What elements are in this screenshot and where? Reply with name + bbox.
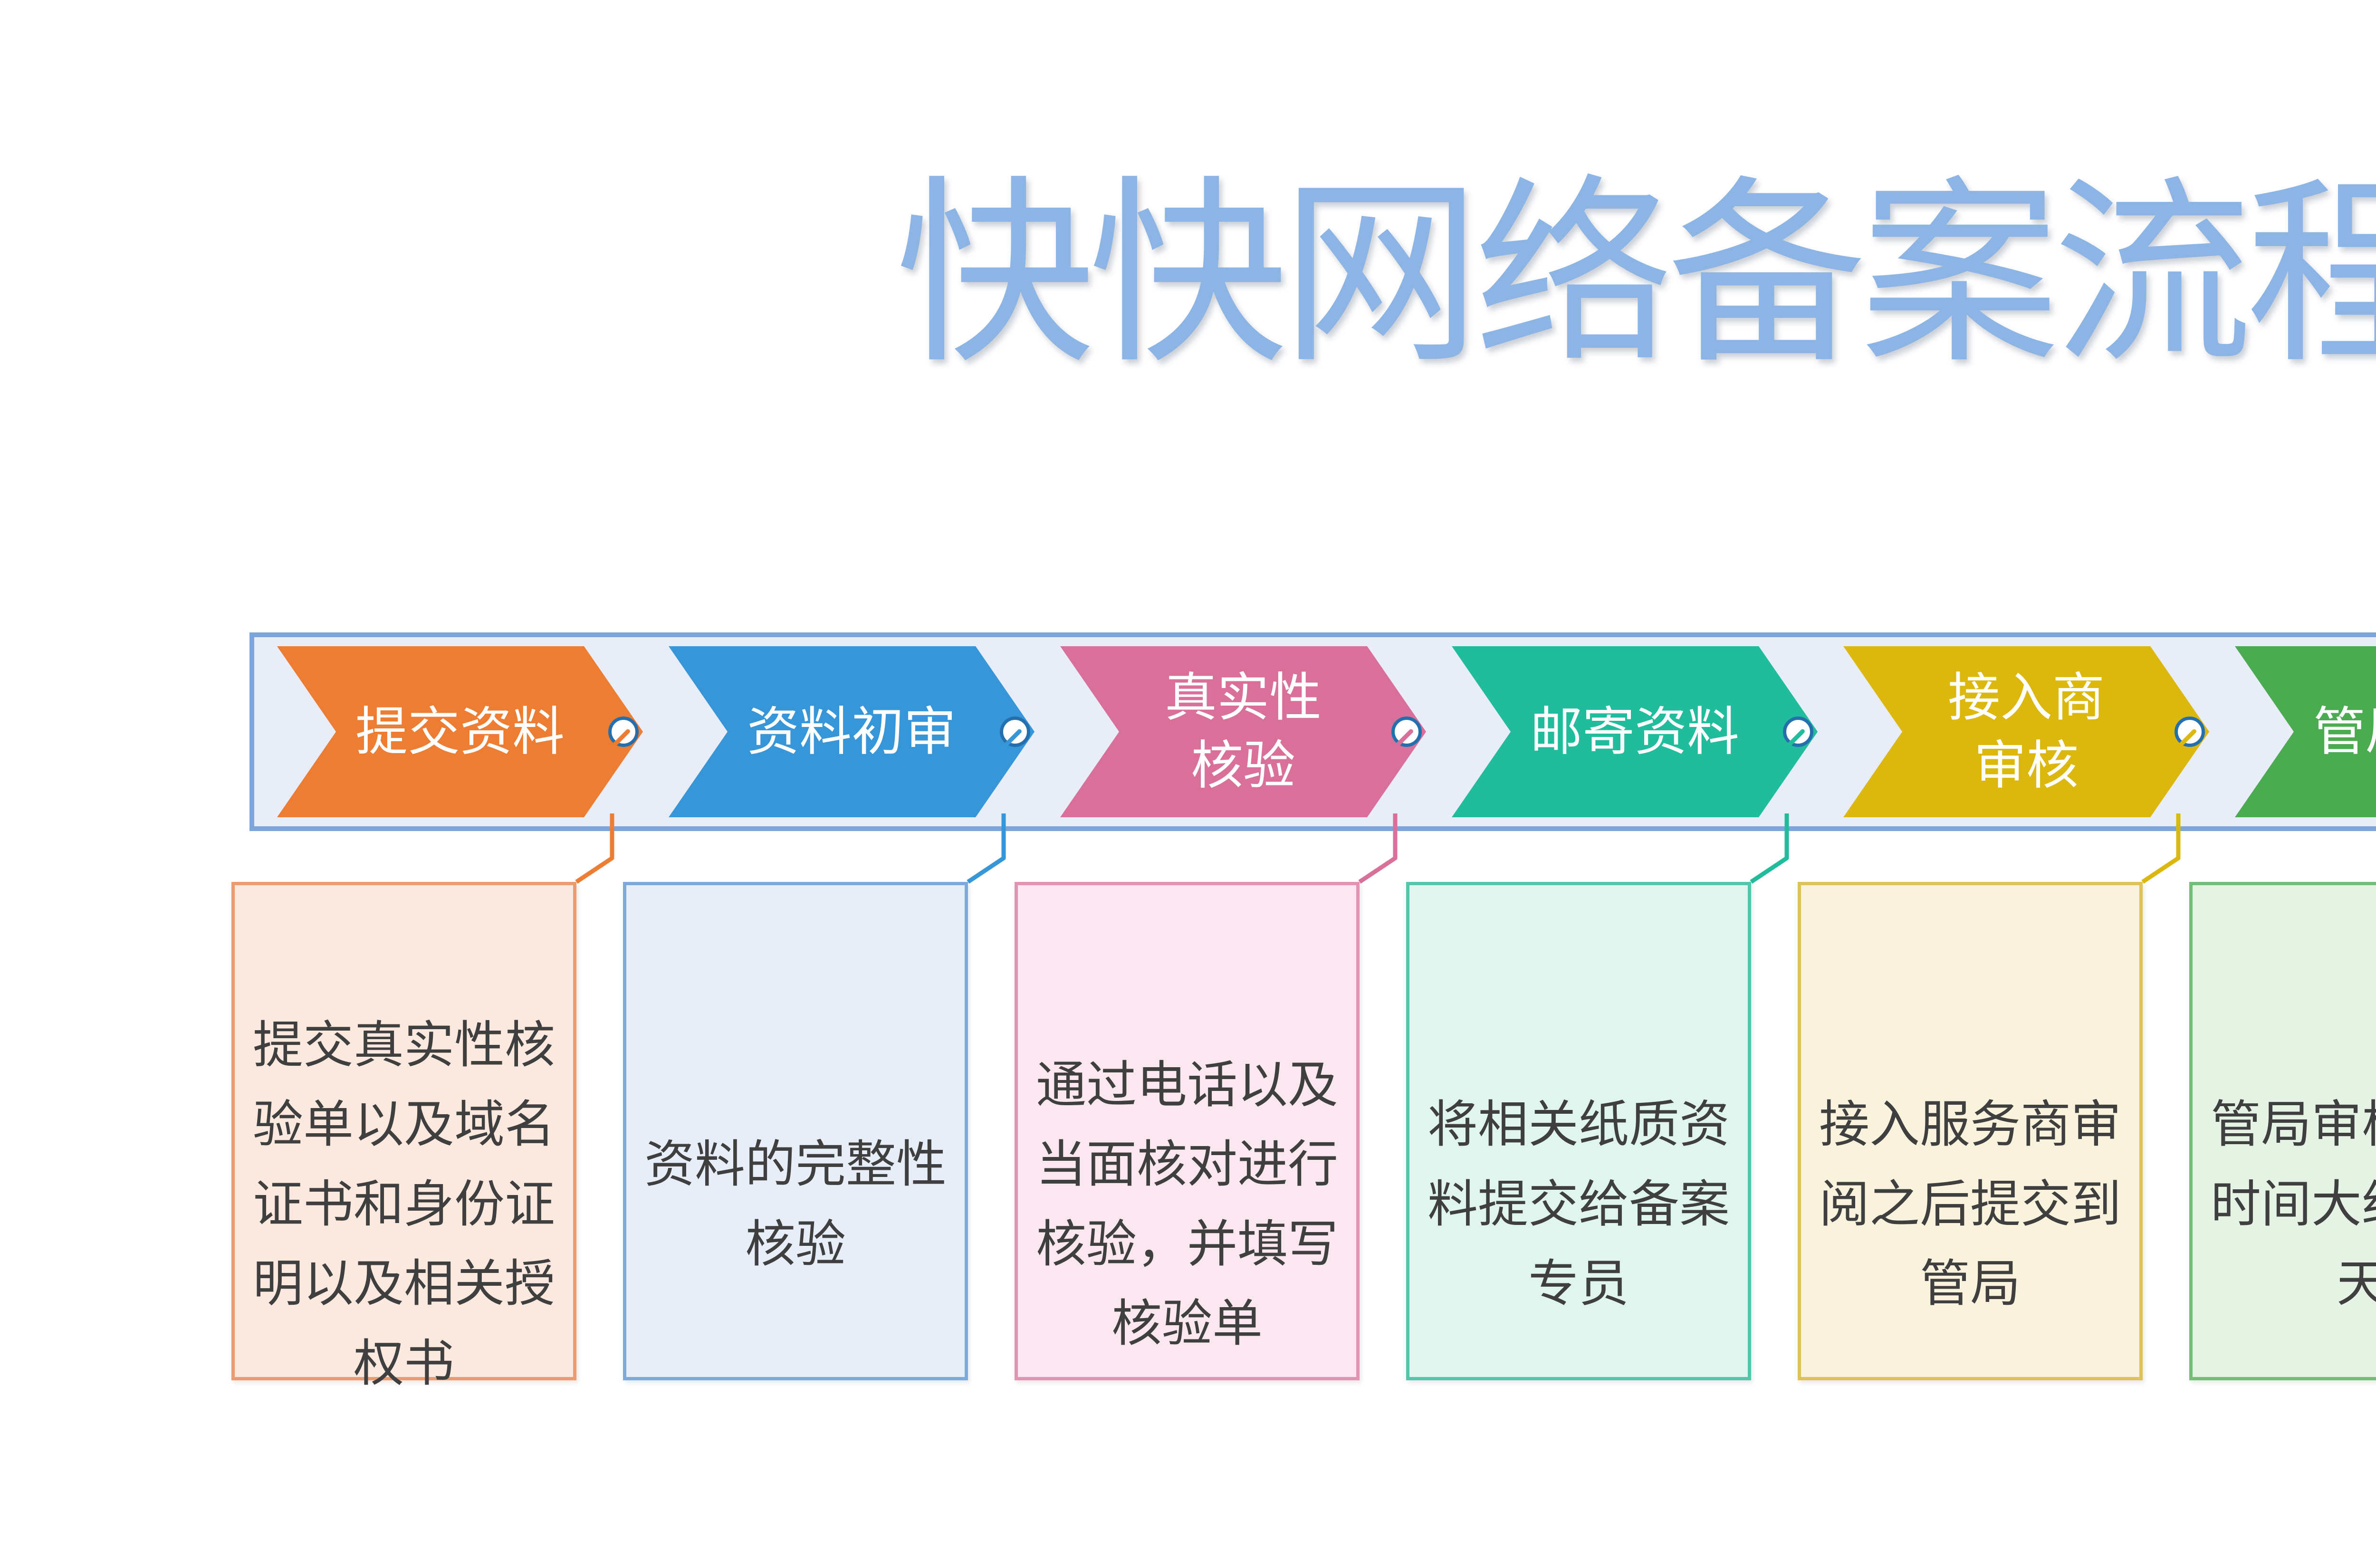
step-detail-box-2: 资料的完整性 核验 [623, 882, 968, 1380]
step-detail-box-5: 接入服务商审 阅之后提交到 管局 [1798, 882, 2143, 1380]
step-label: 真实性 核验 [1165, 669, 1322, 795]
step-label: 提交资料 [355, 702, 565, 761]
step-detail-box-1: 提交真实性核 验单以及域名 证书和身份证 明以及相关授 权书 [231, 882, 576, 1392]
step-label: 管局审核 [2313, 702, 2376, 761]
step-detail-box-3: 通过电话以及 当面核对进行 核验，并填写 核验单 [1015, 882, 1360, 1380]
step-chevron-3: 真实性 核验 [1060, 646, 1426, 817]
step-chevron-5: 接入商 审核 [1843, 646, 2209, 817]
pin-icon [1000, 717, 1030, 751]
step-detail-text: 通过电话以及 当面核对进行 核验，并填写 核验单 [1036, 1057, 1338, 1352]
step-label: 资料初审 [747, 702, 956, 761]
page-title: 快快网络备案流程 [895, 166, 2376, 387]
pin-icon [2175, 717, 2205, 751]
step-detail-text: 管局审核阶段 时间大约5-20 天 [2210, 1097, 2376, 1312]
connector-line [967, 813, 1006, 884]
step-chevron-2: 资料初审 [669, 646, 1035, 817]
pin-icon [608, 717, 639, 751]
step-label: 接入商 审核 [1948, 669, 2105, 795]
pin-icon [1391, 717, 1422, 751]
step-detail-box-6: 管局审核阶段 时间大约5-20 天 [2189, 882, 2376, 1380]
step-detail-text: 接入服务商审 阅之后提交到 管局 [1819, 1097, 2121, 1312]
step-detail-text: 提交真实性核 验单以及域名 证书和身份证 明以及相关授 权书 [253, 1017, 555, 1392]
connector-line [1358, 813, 1398, 884]
connector-line [575, 813, 614, 884]
connector-line [1750, 813, 1789, 884]
connector-line [2141, 813, 2181, 884]
step-chevron-4: 邮寄资料 [1452, 646, 1818, 817]
pin-icon [1783, 717, 1813, 751]
step-label: 邮寄资料 [1530, 702, 1739, 761]
step-detail-text: 将相关纸质资 料提交给备案 专员 [1428, 1097, 1730, 1312]
step-chevron-1: 提交资料 [277, 646, 643, 817]
step-detail-text: 资料的完整性 核验 [644, 1137, 947, 1272]
step-detail-box-4: 将相关纸质资 料提交给备案 专员 [1406, 882, 1751, 1380]
